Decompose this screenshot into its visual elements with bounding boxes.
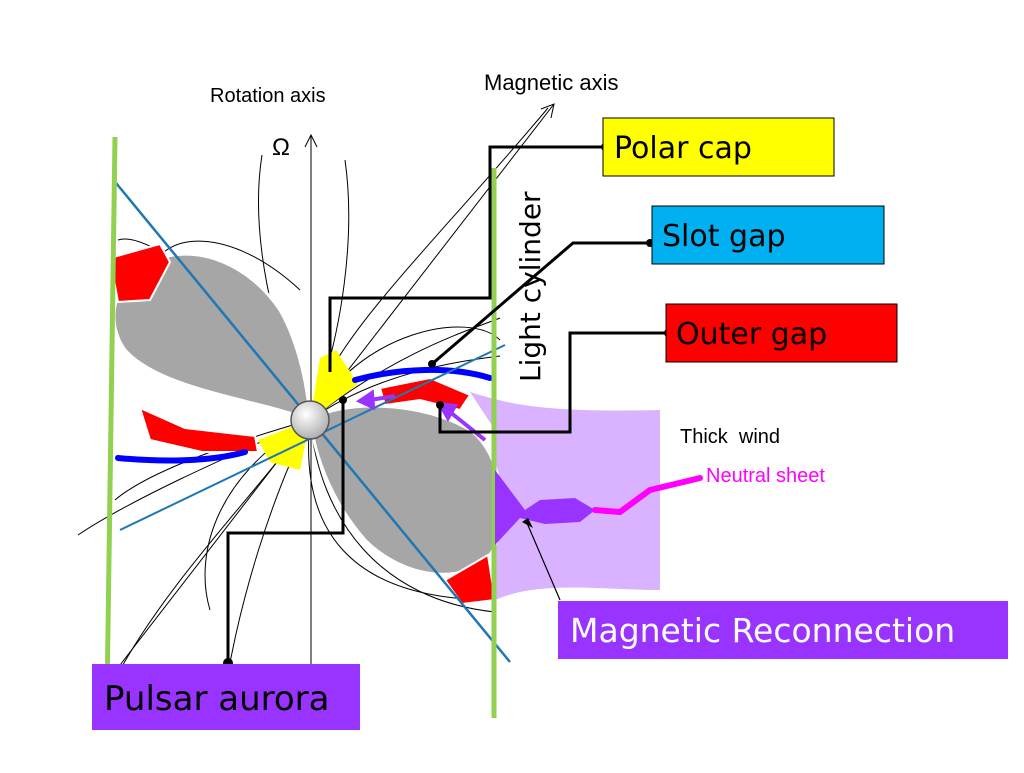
slot-gap-label: Slot gap [662, 219, 786, 254]
slot-gap-bands [115, 367, 493, 464]
omega-label: Ω [272, 134, 290, 161]
polar-cap-label: Polar cap [614, 131, 752, 166]
rotation-axis-label: Rotation axis [210, 85, 326, 107]
thick-wind-region [470, 392, 660, 600]
outer-gap-label: Outer gap [676, 317, 827, 352]
light-cylinder-label: Light cylinder [514, 191, 547, 382]
neutral-sheet [495, 470, 703, 545]
slot-gap-box [651, 205, 885, 265]
light-cylinder-lines [104, 136, 497, 718]
label-connectors [226, 145, 668, 663]
reconnection-flow-arrows [355, 389, 487, 442]
polar-cap-connector [328, 145, 605, 372]
outer-gap-box [665, 303, 898, 363]
thick-wind-label: Thick wind [680, 426, 780, 448]
rotation-axis [304, 133, 318, 665]
polar-cap-box [602, 117, 835, 177]
magnetic-reconnection-label: Magnetic Reconnection [570, 611, 955, 650]
magnetic-axis-label: Magnetic axis [484, 70, 619, 95]
magnetic-reconnection-box [558, 601, 1008, 659]
outer-gap-regions [108, 242, 497, 606]
pulsar-aurora-label: Pulsar aurora [104, 679, 329, 719]
reconnection-pointer [522, 518, 561, 601]
slot-gap-connector [431, 241, 650, 366]
neutron-star [290, 400, 330, 440]
neutral-sheet-label: Neutral sheet [706, 465, 825, 487]
pulsar-aurora-box [92, 664, 360, 730]
outer-gap-connector [438, 331, 668, 434]
pulsar-aurora-connector [226, 400, 345, 663]
